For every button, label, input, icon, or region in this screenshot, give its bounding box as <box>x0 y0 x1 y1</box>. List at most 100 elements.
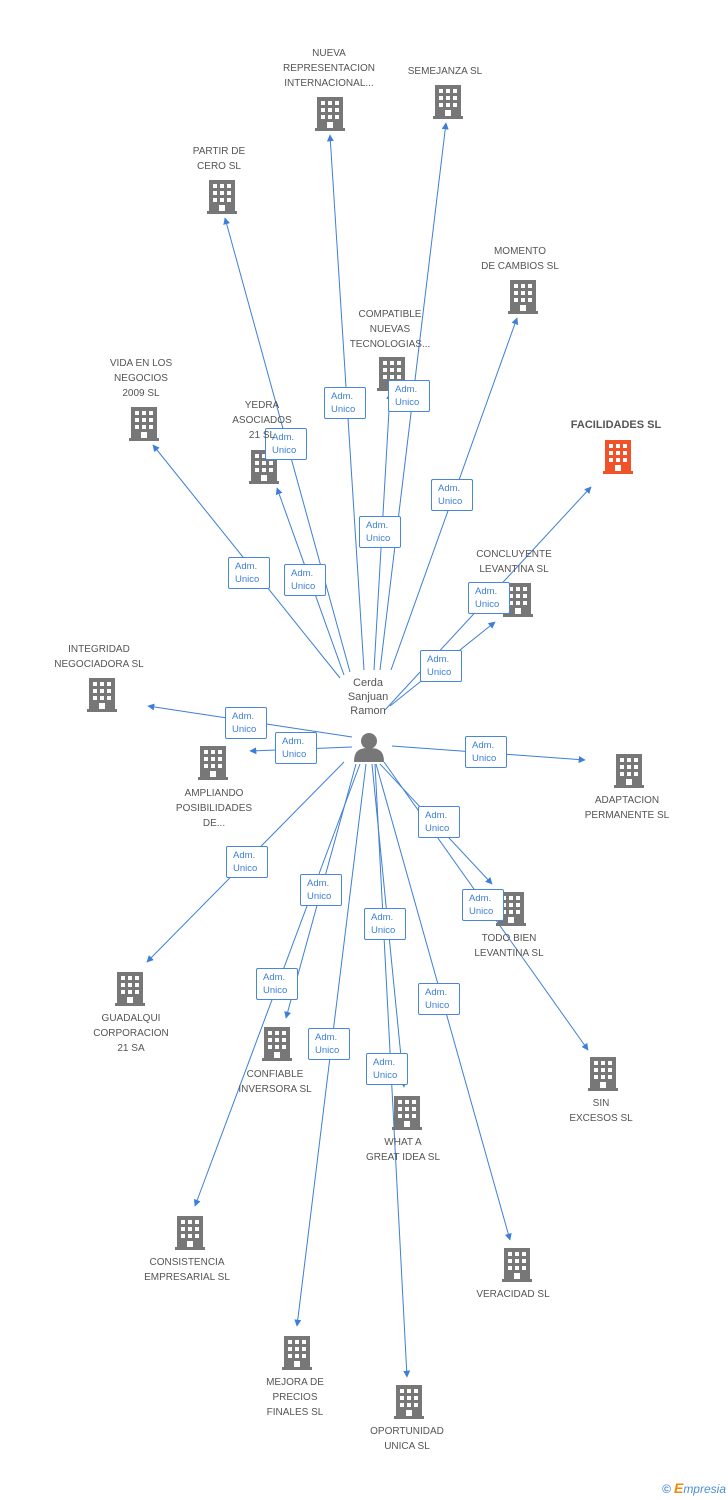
company-name-line: CERO SL <box>197 161 241 172</box>
company-label-veracidad[interactable]: VERACIDAD SL <box>438 1287 588 1302</box>
relation-badge-momento[interactable]: Adm. Unico <box>431 479 473 511</box>
relation-badge-facilidades[interactable]: Adm.Unico <box>468 582 510 614</box>
relation-badge-ampliando[interactable]: Adm.Unico <box>275 732 317 764</box>
company-name-line: CONCLUYENTE <box>476 549 552 560</box>
relation-role: Adm. <box>366 520 389 531</box>
relation-role-type: Unico <box>425 1000 450 1011</box>
company-name-line: TECNOLOGIAS... <box>349 339 431 350</box>
company-name-line: NEGOCIOS <box>114 373 168 384</box>
building-icon-facilidades[interactable] <box>603 440 633 474</box>
relation-badge-vida[interactable]: Adm.Unico <box>228 557 270 589</box>
relation-badge-nueva[interactable]: Adm.Unico <box>265 428 307 460</box>
relation-role: Adm. <box>331 391 354 402</box>
building-icon-semejanza[interactable] <box>433 85 463 119</box>
empresia-footer[interactable]: ©Empresia <box>662 1480 726 1496</box>
relation-badge-consistencia[interactable]: Adm.Unico <box>300 874 342 906</box>
company-name-line: INTERNACIONAL... <box>284 78 374 89</box>
building-icon-vida[interactable] <box>129 407 159 441</box>
company-name-line: VIDA EN LOS <box>109 358 173 369</box>
building-icon-nueva[interactable] <box>315 97 345 131</box>
relation-badge-confiable[interactable]: Adm.Unico <box>256 968 298 1000</box>
relation-role: Adm. <box>233 850 256 861</box>
relation-role-type: Unico <box>307 891 332 902</box>
company-label-semejanza[interactable]: SEMEJANZA SL <box>370 64 520 79</box>
relation-role-type: Unico <box>331 404 356 415</box>
relation-badge-concluyente[interactable]: Adm.Unico <box>420 650 462 682</box>
company-name-line: COMPATIBLE <box>358 309 422 320</box>
building-icon-partir[interactable] <box>207 180 237 214</box>
company-name-line: MOMENTO <box>493 246 547 257</box>
relation-badge-todobien[interactable]: Adm. Unico <box>418 806 460 838</box>
building-icon-oportunidad[interactable] <box>394 1385 424 1419</box>
person-icon[interactable] <box>354 733 384 762</box>
company-name-line: FACILIDADES SL <box>570 419 662 431</box>
company-name-line: FINALES SL <box>266 1407 324 1418</box>
building-icon-veracidad[interactable] <box>502 1248 532 1282</box>
company-label-whatagreat[interactable]: WHAT A GREAT IDEA SL <box>328 1135 478 1165</box>
company-name-line: WHAT A <box>384 1137 422 1148</box>
relation-role: Adm. <box>438 483 461 494</box>
relation-role-type: Unico <box>373 1070 398 1081</box>
company-name-line: GREAT IDEA SL <box>365 1152 441 1163</box>
building-icon-guadalqui[interactable] <box>115 972 145 1006</box>
relation-badge-adaptacion[interactable]: Adm.Unico <box>465 736 507 768</box>
building-icon-confiable[interactable] <box>262 1027 292 1061</box>
person-name[interactable]: Cerda Sanjuan Ramon <box>328 676 408 718</box>
relation-badge-veracidad[interactable]: Adm.Unico <box>418 983 460 1015</box>
relation-role: Adm. <box>425 810 448 821</box>
company-name-line: NUEVA <box>312 48 346 59</box>
relation-role-type: Unico <box>272 445 297 456</box>
relation-role-type: Unico <box>425 823 450 834</box>
company-label-confiable[interactable]: CONFIABLE INVERSORA SL <box>200 1067 350 1097</box>
building-icon-integridad[interactable] <box>87 678 117 712</box>
building-icon-whatagreat[interactable] <box>392 1096 422 1130</box>
company-name-line: PRECIOS <box>272 1392 318 1403</box>
company-label-facilidades[interactable]: FACILIDADES SL <box>541 418 691 433</box>
company-name-line: SIN <box>592 1098 610 1109</box>
relation-role-type: Unico <box>427 667 452 678</box>
relation-badge-oportunidad[interactable]: Adm.Unico <box>366 1053 408 1085</box>
building-icon-mejora[interactable] <box>282 1336 312 1370</box>
relation-role-type: Unico <box>438 496 463 507</box>
building-icon-sin[interactable] <box>588 1057 618 1091</box>
relation-badge-semejanza[interactable]: Adm.Unico <box>388 380 430 412</box>
company-name-line: CONFIABLE <box>246 1069 304 1080</box>
company-name-line: GUADALQUI <box>101 1013 161 1024</box>
building-icon-ampliando[interactable] <box>198 746 228 780</box>
building-icon-adaptacion[interactable] <box>614 754 644 788</box>
relation-badge-partir[interactable]: Adm. Unico <box>324 387 366 419</box>
company-name-line: INVERSORA SL <box>238 1084 312 1095</box>
building-icon-consistencia[interactable] <box>175 1216 205 1250</box>
relation-role-type: Unico <box>315 1045 340 1056</box>
relation-badge-integridad[interactable]: Adm.Unico <box>225 707 267 739</box>
building-icon-momento[interactable] <box>508 280 538 314</box>
relation-badge-compatible[interactable]: Adm.Unico <box>359 516 401 548</box>
relation-role-type: Unico <box>232 724 257 735</box>
relation-badge-guadalqui[interactable]: Adm.Unico <box>226 846 268 878</box>
relation-badge-yedra[interactable]: Adm.Unico <box>284 564 326 596</box>
relation-badge-whatagreat[interactable]: Adm.Unico <box>364 908 406 940</box>
company-name-line: DE... <box>202 818 226 829</box>
relation-badge-mejora[interactable]: Adm.Unico <box>308 1028 350 1060</box>
relation-badge-sin[interactable]: Adm.Unico <box>462 889 504 921</box>
relation-role-type: Unico <box>291 581 316 592</box>
relation-role: Adm. <box>235 561 258 572</box>
relation-role-type: Unico <box>282 749 307 760</box>
relation-role: Adm. <box>395 384 418 395</box>
